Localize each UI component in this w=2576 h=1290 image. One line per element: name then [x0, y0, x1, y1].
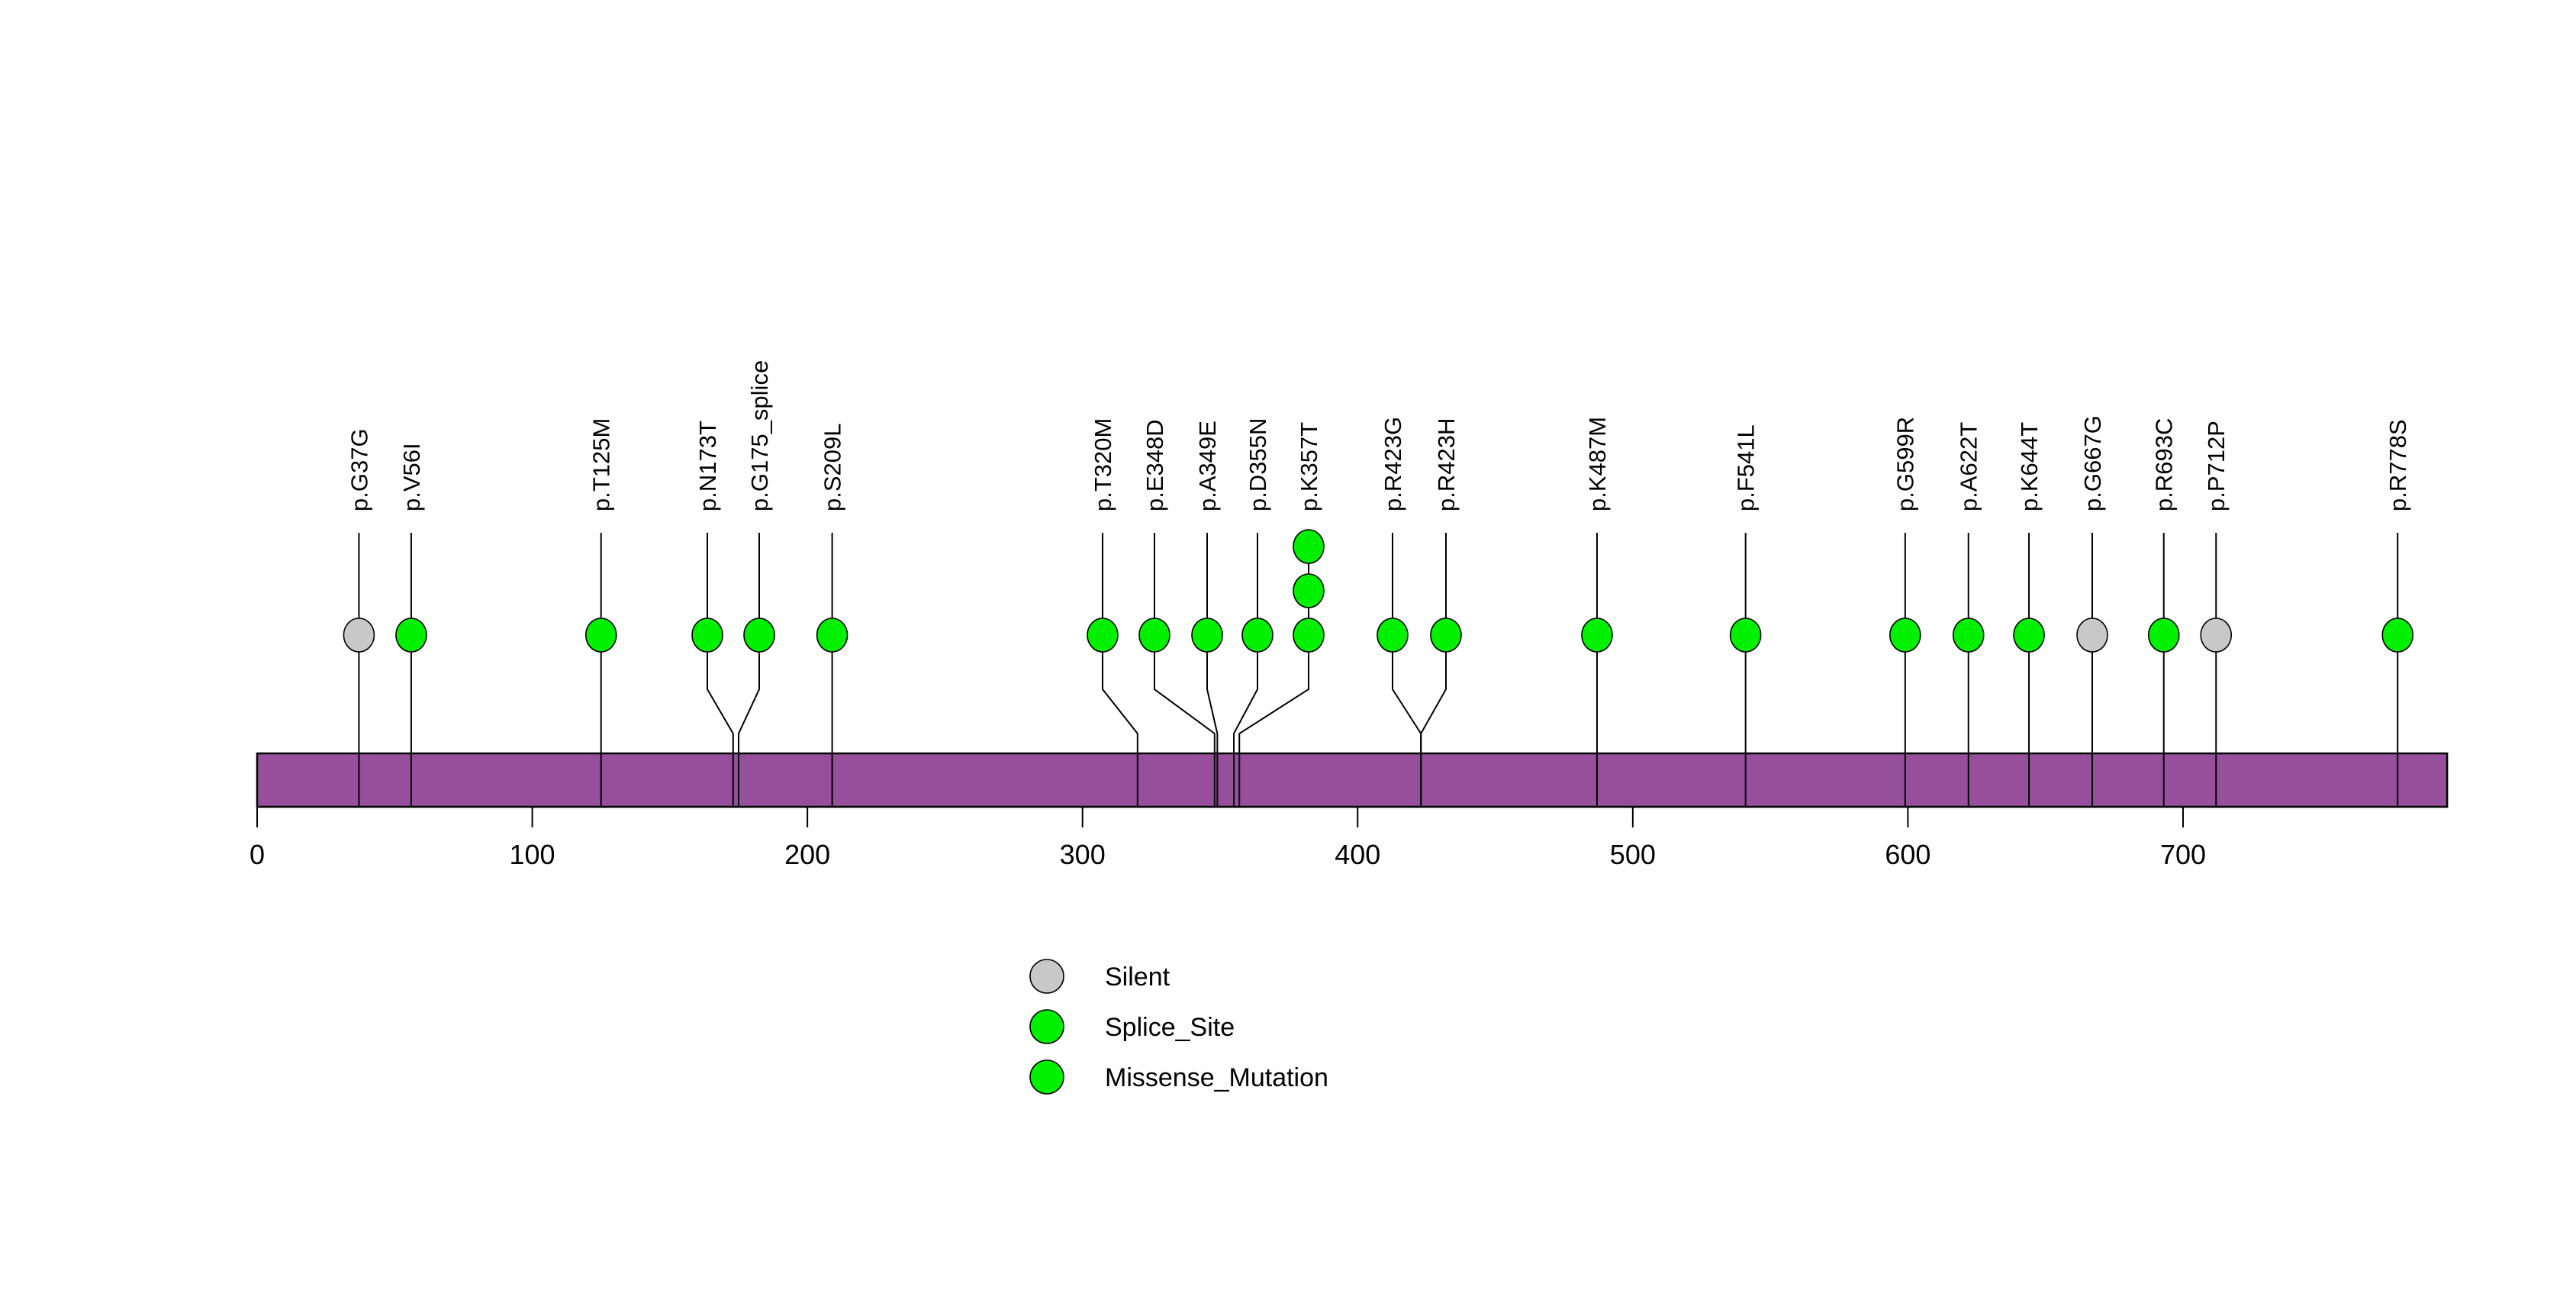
mutation-label: p.A349E	[1194, 421, 1221, 511]
mutation-label: p.E348D	[1141, 419, 1168, 511]
mutation-circle	[2200, 618, 2233, 653]
mutation-label: p.K487M	[1584, 417, 1611, 511]
axis-tick-label: 600	[1885, 839, 1930, 870]
protein-bar-rect	[256, 752, 2449, 808]
mutation-circle	[1293, 529, 1325, 564]
protein-domain-bar	[256, 752, 2449, 808]
mutation-circle	[584, 618, 617, 653]
mutation-circle	[816, 618, 848, 653]
mutation-circle	[1138, 618, 1170, 653]
mutation-label: p.K357T	[1296, 422, 1322, 511]
mutation-stems-over-bar	[358, 533, 2399, 807]
mutation-label: p.G175_splice	[746, 360, 773, 511]
mutation-label: p.R423H	[1433, 418, 1460, 511]
axis-tick-label: 100	[510, 839, 555, 870]
mutation-circles	[343, 529, 2414, 653]
legend-swatch	[1029, 959, 1064, 994]
legend-swatch	[1029, 1009, 1064, 1044]
legend-label: Missense_Mutation	[1105, 1063, 1328, 1092]
mutation-circle	[1952, 618, 1985, 653]
axis-tick-label: 300	[1060, 839, 1106, 870]
mutation-label: p.T320M	[1090, 418, 1116, 511]
axis-tick-label: 700	[2160, 839, 2206, 870]
mutation-circle	[1191, 618, 1223, 653]
mutation-circle	[1241, 618, 1274, 653]
axis-tick-label: 500	[1610, 839, 1656, 870]
mutation-stem	[707, 533, 734, 807]
mutation-label: p.V56I	[398, 443, 425, 511]
x-axis: 0 100 200 300 400 500 600 700	[250, 807, 2206, 870]
mutation-labels: p.G37G p.V56I p.T125M p.N173T p.G175_splice p…	[346, 360, 2411, 511]
mutation-circle	[1889, 618, 1921, 653]
mutation-circle	[1293, 573, 1325, 608]
mutation-label: p.N173T	[694, 421, 721, 511]
mutation-label: p.D355N	[1245, 418, 1271, 511]
mutation-label: p.F541L	[1733, 424, 1760, 511]
mutation-circle	[2076, 618, 2108, 653]
mutation-circle	[2147, 618, 2180, 653]
legend-label: Silent	[1105, 963, 1170, 992]
mutation-label: p.G667G	[2079, 415, 2106, 511]
mutation-label: p.R693C	[2151, 418, 2178, 511]
legend-swatch	[1029, 1059, 1064, 1095]
mutation-stem	[1233, 533, 1258, 807]
mutation-label: p.T125M	[588, 418, 615, 511]
mutation-circle	[343, 618, 375, 653]
mutation-stem	[1154, 533, 1216, 807]
mutation-circle	[1430, 618, 1462, 653]
mutation-stem	[737, 533, 760, 807]
mutation-label: p.A622T	[1956, 422, 1982, 511]
mutation-circle	[2381, 618, 2414, 653]
axis-tick-label: 400	[1335, 839, 1380, 870]
mutation-stem	[1102, 533, 1138, 807]
mutation-label: p.S209L	[819, 424, 845, 512]
mutation-circle	[1581, 618, 1613, 653]
mutation-circle	[395, 618, 427, 653]
mutation-circle	[743, 618, 775, 653]
mutation-label: p.G599R	[1892, 417, 1919, 511]
mutation-circle	[1729, 618, 1762, 653]
axis-tick-label: 0	[250, 839, 265, 870]
mutation-circle	[1377, 618, 1409, 653]
mutation-label: p.P712P	[2203, 421, 2230, 511]
mutation-circle	[691, 618, 723, 653]
mutation-stem	[1206, 533, 1219, 807]
mutation-circle	[1293, 618, 1325, 653]
mutation-stem	[1420, 533, 1447, 807]
mutation-label: p.G37G	[346, 428, 372, 511]
mutation-circle	[2013, 618, 2045, 653]
mutation-label: p.K644T	[2016, 422, 2043, 511]
mutation-label: p.R423G	[1380, 417, 1406, 511]
mutation-label: p.R778S	[2384, 419, 2411, 511]
legend-label: Splice_Site	[1105, 1013, 1235, 1042]
mutation-circle	[1087, 618, 1119, 653]
mutation-stem	[1238, 533, 1309, 807]
axis-tick-label: 200	[784, 839, 830, 870]
